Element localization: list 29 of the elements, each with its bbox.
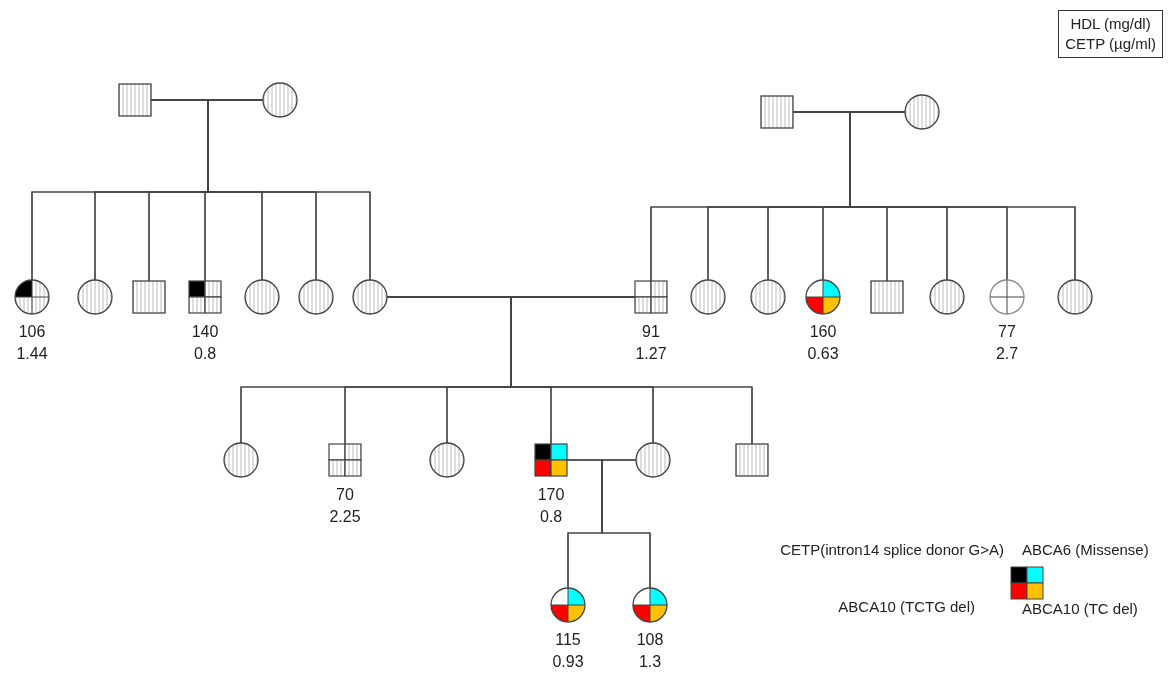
value-label: 108 (635, 631, 665, 649)
pedigree-line (207, 99, 371, 281)
value-label: 0.93 (551, 653, 585, 671)
value-label: 160 (808, 323, 838, 341)
value-label: 0.8 (192, 345, 218, 363)
pedigree-line (601, 459, 651, 589)
value-label: 1.27 (634, 345, 668, 363)
legend-label: CETP(intron14 splice donor G>A) (780, 541, 1004, 558)
legend-label: ABCA6 (Missense) (1022, 541, 1149, 558)
value-label: 106 (17, 323, 47, 341)
value-label: 0.63 (806, 345, 840, 363)
value-label: 170 (536, 486, 566, 504)
value-label: 91 (641, 323, 661, 341)
legend-label: ABCA10 (TC del) (1022, 600, 1138, 617)
legend-label: ABCA10 (TCTG del) (838, 598, 975, 615)
value-label: 1.44 (15, 345, 49, 363)
value-label: 2.25 (328, 508, 362, 526)
value-label: 70 (335, 486, 355, 504)
unit-label: HDL (mg/dl) (1069, 14, 1152, 34)
value-label: 115 (554, 631, 582, 649)
value-label: 2.7 (994, 345, 1020, 363)
value-label: 77 (997, 323, 1017, 341)
value-label: 1.3 (637, 653, 663, 671)
units-box (1058, 10, 1163, 58)
pedigree-line (510, 296, 753, 445)
value-label: 0.8 (538, 508, 564, 526)
unit-label: CETP (µg/ml) (1065, 34, 1156, 54)
pedigree-line (849, 111, 1076, 281)
value-label: 140 (190, 323, 220, 341)
